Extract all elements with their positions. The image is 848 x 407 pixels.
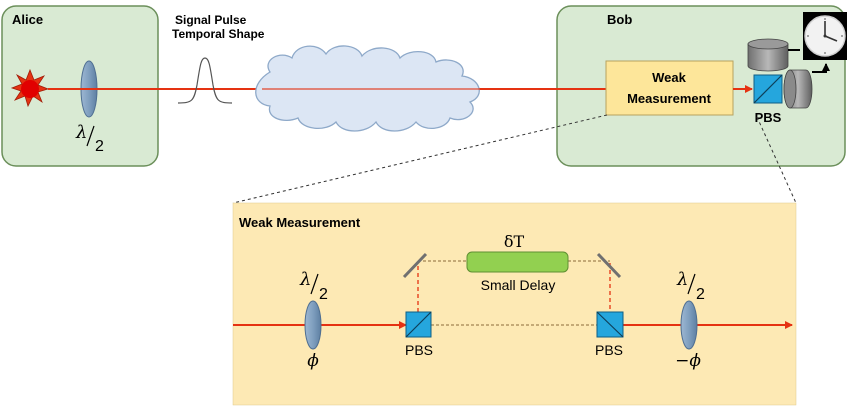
- alice-title: Alice: [12, 12, 43, 27]
- pulse-shape-icon: [177, 57, 233, 104]
- detail-pbs-right: [596, 311, 624, 338]
- detail-mirror-left: [402, 252, 428, 279]
- delay-symbol: δT: [504, 232, 525, 251]
- bob-weak-box-line1: Weak: [652, 70, 686, 85]
- detector-top-icon: [747, 38, 789, 72]
- zoom-line-left: [232, 114, 608, 204]
- detail-left-waveplate-label: λ 2: [299, 269, 328, 303]
- detail-long-arm: [417, 263, 611, 312]
- alice-waveplate-label: λ 2: [75, 122, 104, 155]
- detail-pbs-right-label: PBS: [595, 342, 623, 358]
- detail-right-lambda-denominator: 2: [696, 286, 705, 303]
- detail-right-lambda: λ: [676, 269, 688, 290]
- alice-panel: Alice λ 2: [1, 5, 159, 167]
- detail-right-waveplate-label: λ 2: [676, 269, 705, 303]
- pulse-label-line1: Signal Pulse: [175, 13, 247, 27]
- alice-panel-background: [1, 5, 159, 167]
- detail-mirror-right: [596, 252, 622, 279]
- detail-left-waveplate: [304, 300, 322, 350]
- alice-lambda: λ: [75, 122, 87, 143]
- bob-weak-box-line2: Measurement: [627, 91, 711, 106]
- zoom-line-right: [756, 116, 797, 204]
- bob-pbs-label: PBS: [755, 110, 782, 125]
- detail-left-lambda: λ: [299, 269, 311, 290]
- detail-pbs-left-label: PBS: [405, 342, 433, 358]
- detail-right-waveplate: [680, 300, 698, 350]
- small-delay-element: [466, 251, 569, 273]
- detail-left-lambda-denominator: 2: [319, 286, 328, 303]
- signal-pulse: Signal Pulse Temporal Shape: [172, 13, 265, 104]
- detail-right-phase: −ϕ: [675, 351, 701, 371]
- bob-pbs-cube: [753, 74, 783, 104]
- detail-title: Weak Measurement: [239, 215, 361, 230]
- detector-right-signal-line: [812, 63, 830, 73]
- detail-left-phase: ϕ: [307, 351, 319, 371]
- delay-label: Small Delay: [481, 277, 556, 293]
- detail-pbs-left: [405, 311, 432, 338]
- detector-right-icon: [783, 69, 813, 109]
- clock-icon: [803, 12, 847, 60]
- alice-lambda-denominator: 2: [95, 138, 104, 155]
- detail-panel-background: [232, 202, 797, 406]
- light-source-icon: [10, 68, 50, 108]
- pulse-label-line2: Temporal Shape: [172, 27, 265, 41]
- bob-title: Bob: [607, 12, 632, 27]
